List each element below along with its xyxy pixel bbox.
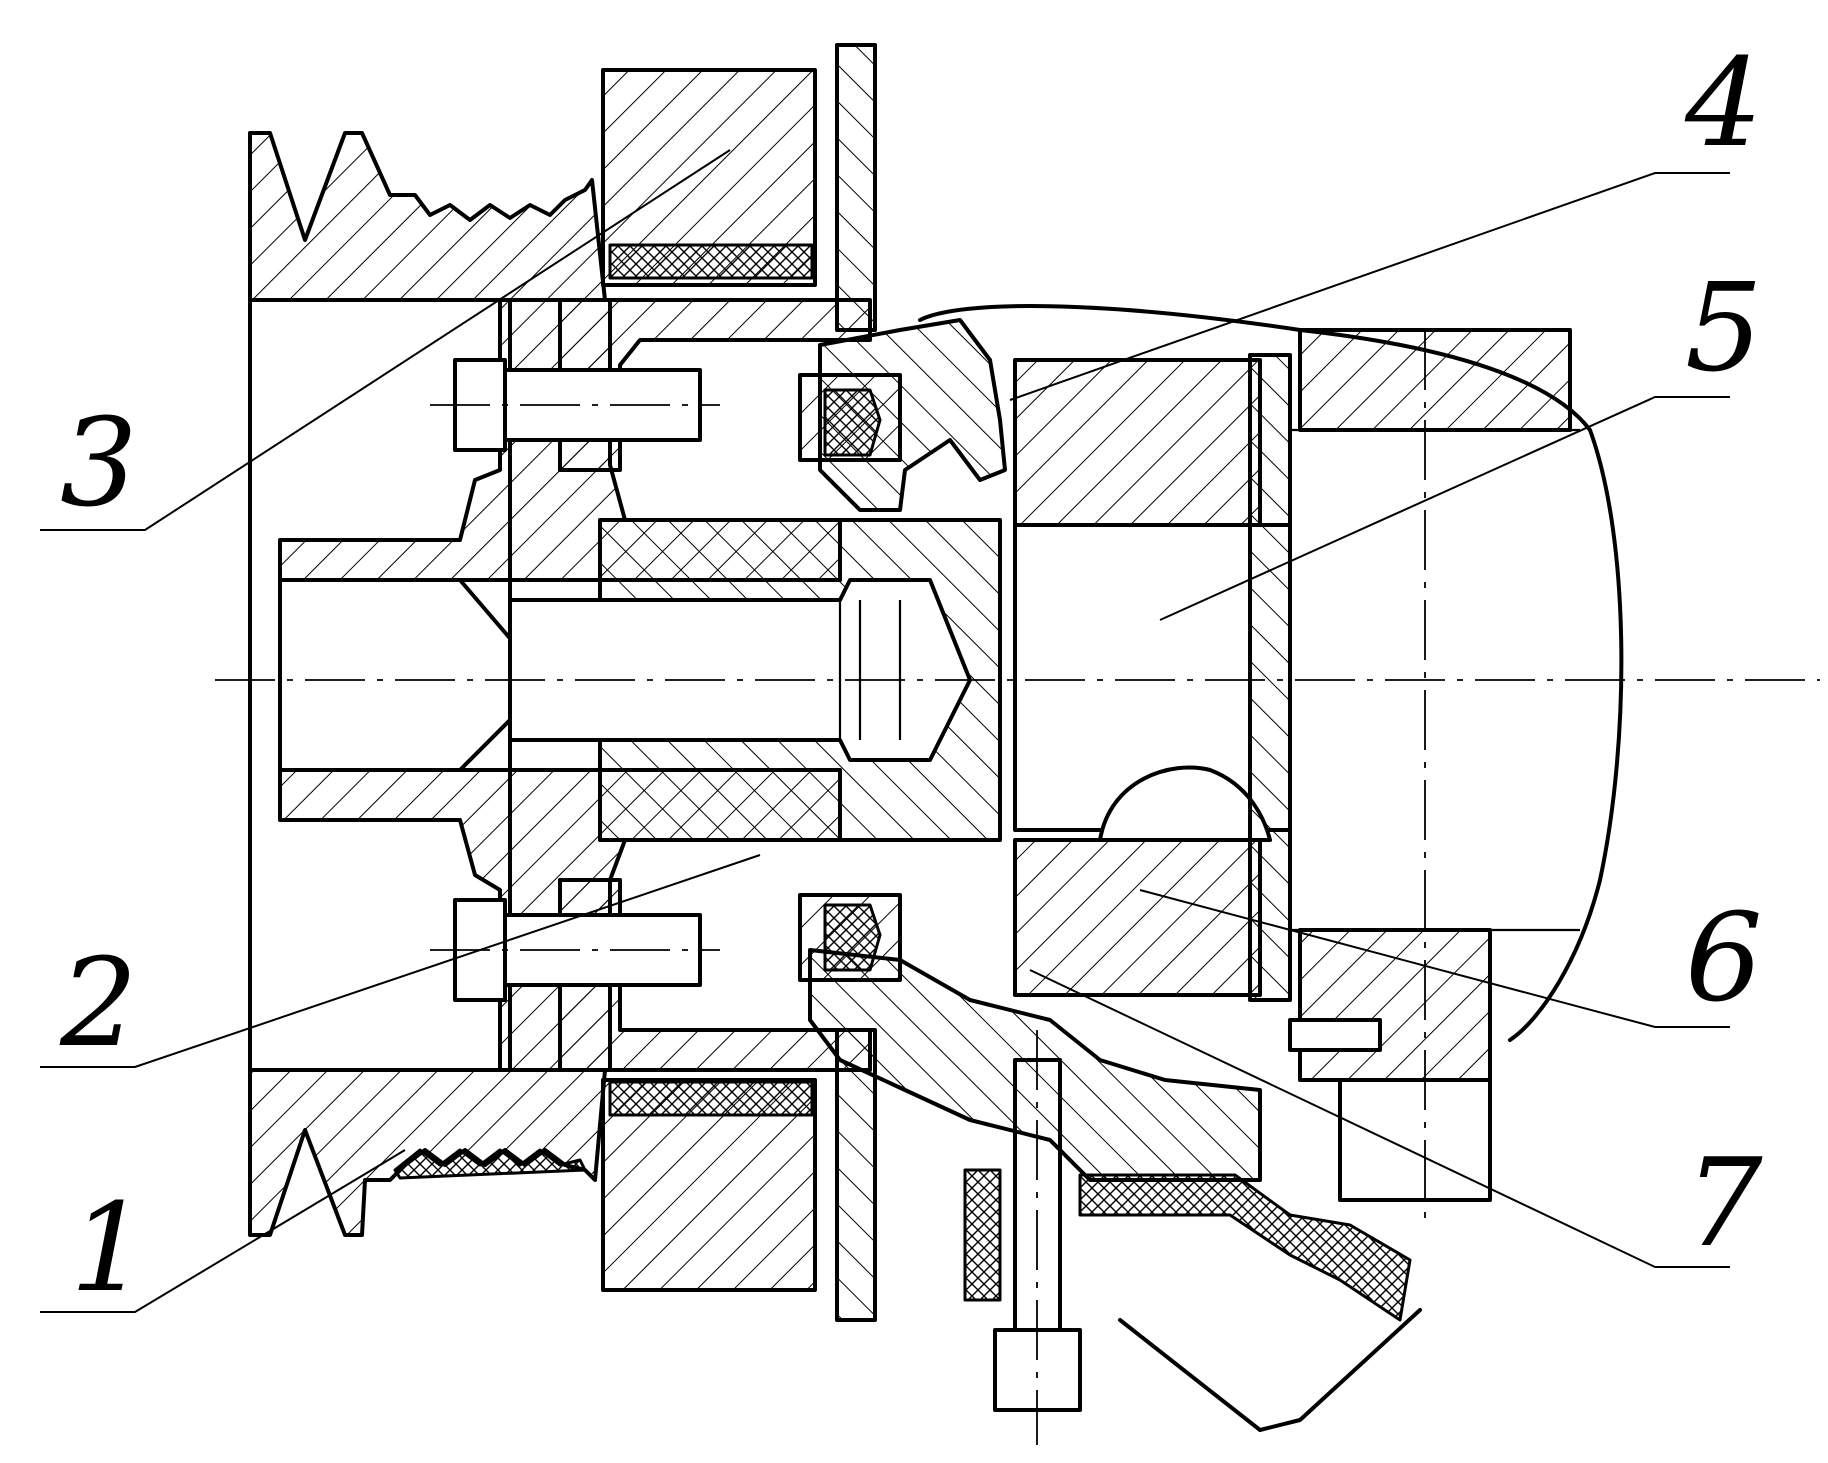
block-lower <box>1298 928 1492 1082</box>
cover-outline <box>918 304 1624 1042</box>
gear-flange <box>1248 353 1292 1002</box>
callout-3: 3 <box>60 392 138 534</box>
callout-labels: 1 2 3 4 5 6 7 <box>59 32 1763 1319</box>
shaft-bolt <box>508 578 972 762</box>
leader-2 <box>40 854 761 1068</box>
leader-5 <box>1159 396 1730 621</box>
callout-1: 1 <box>70 1177 148 1319</box>
damper-upper-ring <box>601 68 817 287</box>
gear-lower <box>1013 838 1262 997</box>
leaders <box>40 149 1730 1313</box>
damper-upper-rubber <box>608 243 814 280</box>
callout-4: 4 <box>1684 32 1763 174</box>
callout-5: 5 <box>1685 257 1763 399</box>
cover-lower <box>808 948 1262 1182</box>
cover-gasket <box>1078 1173 1412 1322</box>
cover-lower-outline <box>1118 1308 1422 1432</box>
vertical-bolt-washer <box>963 1168 1002 1302</box>
belt-lining <box>393 1148 587 1180</box>
vertical-bolt-head <box>993 1328 1082 1412</box>
damper-lower-ring <box>601 1078 817 1292</box>
lower-nut <box>1338 1078 1492 1202</box>
front-cover <box>808 304 1624 1432</box>
damper-lower-rubber <box>608 1080 814 1117</box>
lower-bolt-shank <box>503 913 702 987</box>
callout-6: 6 <box>1685 887 1763 1029</box>
leader-4 <box>1009 172 1730 401</box>
upper-bolt-shank <box>503 368 702 442</box>
flange-upper <box>835 43 877 332</box>
callout-2: 2 <box>59 932 138 1074</box>
cover-upper <box>818 318 1007 512</box>
pulley-upper-rim <box>248 131 607 302</box>
upper-carrier <box>558 298 872 472</box>
upper-damper <box>558 43 877 472</box>
gear-assembly <box>1013 328 1580 1230</box>
leader-3 <box>40 149 731 531</box>
leader-6 <box>1139 889 1730 1028</box>
hub-bore <box>278 578 522 772</box>
callout-7: 7 <box>1685 1132 1763 1274</box>
block-upper <box>1298 328 1572 432</box>
leader-7 <box>1029 969 1730 1268</box>
leader-1 <box>40 1149 406 1313</box>
dowel-pin <box>1288 1018 1382 1052</box>
